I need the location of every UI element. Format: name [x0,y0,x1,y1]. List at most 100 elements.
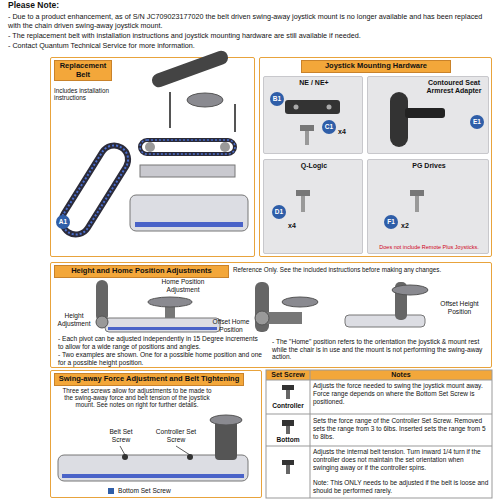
leader-line [176,446,190,455]
screw-shaft [415,196,419,212]
screw [234,104,236,132]
bullet-text: - Each pivot can be adjusted independent… [58,335,263,350]
table-cell: Note: This ONLY needs to be adjusted if … [313,479,489,495]
hardware-box: PG DrivesDoes not include Remote Plus Jo… [367,159,489,254]
screw [169,92,171,128]
part-label: Bottom Set Screw [118,487,188,495]
table-header: Set Screw [266,370,310,380]
part-label: Offset Home Position [208,318,254,333]
bracket-hole [327,105,332,110]
table-cell: Sets the force range of the Controller S… [313,417,489,440]
callout-number: B1 [270,92,284,106]
part-label: Controller Set Screw [150,428,202,443]
bullet-text: - Two examples are shown. One for a poss… [58,351,263,366]
table-rule [266,446,492,447]
note-text: - The replacement belt with installation… [8,31,493,40]
section-header: Swing-away Force Adjustment and Belt Tig… [54,373,244,386]
table-cell: Adjusts the force needed to swing the jo… [313,382,489,405]
quantity-label: x4 [288,222,304,230]
part-label: Home Position Adjustment [152,278,214,293]
quantity-label: x2 [401,222,417,230]
callout-number: E1 [470,115,484,129]
panel-note: Reference Only. See the included instruc… [233,266,488,273]
pulley [145,142,155,152]
pivot [96,316,108,328]
belt-teeth [140,140,235,154]
table-header-fill [266,370,492,380]
bullet-text: - The "Home" position refers to the orie… [272,338,487,361]
screw-icon [286,465,290,474]
callout-number: A1 [56,215,70,229]
table-rule [310,370,311,498]
mount-base [130,195,248,231]
joystick-post [215,420,237,460]
callout-number: D1 [272,205,286,219]
callout-number: C1 [322,120,336,134]
part-label: Belt Set Screw [100,428,142,443]
mount-disc [148,297,192,307]
clamp-disc [187,93,223,107]
table-rule [266,414,492,415]
belt-group [57,140,134,240]
table-border [266,370,492,498]
screw-head [300,125,314,131]
quantity-label: x4 [338,128,354,136]
pulley [220,142,230,152]
screw-shaft [301,196,305,212]
adapter-tube [390,92,408,147]
screw-shaft [305,131,309,145]
screw-icon [282,460,294,465]
joystick-tube [150,49,230,90]
cover-plate [140,165,235,177]
mount-disc [392,285,428,295]
section-header: Height and Home Position Adjustments [54,265,229,278]
table-rule [266,380,492,381]
screw-icon [282,420,294,426]
mount-base [105,318,220,332]
panel-note: Three set screws allow for adjustments t… [61,387,213,409]
table-cell: Controller [266,402,310,410]
section-header: Replacement Belt [54,60,112,81]
hardware-title: NE / NE+ [266,79,362,87]
table-cell: Adjusts the internal belt tension. Turn … [313,448,489,471]
part-label: Height Adjustment [55,312,93,327]
leader-line [120,446,125,455]
screw-head [410,190,424,196]
belt-teeth [57,140,134,240]
note-text: - Due to a product enhancement, as of S/… [8,12,493,30]
screw-head [296,190,310,196]
hardware-title: Contoured Seat Armrest Adapter [420,79,488,95]
screw-icon [286,390,290,399]
joystick-arm [255,282,269,332]
screw-icon [286,426,290,434]
bottom-screw-marker [108,488,114,494]
adapter-clamp [405,108,445,118]
warning-note: Does not include Remote Plus Joysticks. [370,244,488,250]
pivot [255,311,269,325]
set-screw [122,454,128,460]
bracket-hole [294,105,299,110]
set-screw [187,454,193,460]
mount-base [345,315,425,327]
hardware-box: NE / NE+ [263,76,363,154]
part-label: Offset Height Position [432,300,487,315]
callout-number: F1 [384,215,398,229]
mount-disc [210,415,242,425]
belt [140,140,235,154]
mount-disc [282,297,318,307]
hardware-title: Q-Logic [266,162,362,170]
hardware-title: PG Drives [370,162,488,170]
replacement-belt [57,140,134,240]
table-cell: Bottom [266,436,310,444]
note-text: - Contact Quantum Technical Service for … [8,41,493,50]
base-stripe [108,327,217,330]
base-stripe [62,474,244,478]
mount-bracket [285,100,340,114]
table-header: Notes [310,370,492,380]
section-header: Joystick Mounting Hardware [301,60,451,73]
panel-note: Includes installation instructions [54,87,114,101]
page-title: Please Note: [8,1,208,11]
base-stripe [135,222,243,227]
screw-icon [282,385,294,390]
